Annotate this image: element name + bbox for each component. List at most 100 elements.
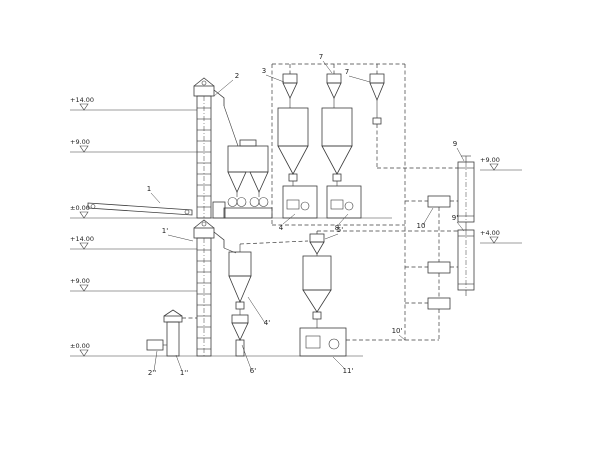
callout-duct: 10' bbox=[392, 327, 403, 335]
callout-leaders-part bbox=[322, 60, 333, 74]
hopper-inlet bbox=[239, 139, 257, 147]
bin-shell bbox=[302, 255, 332, 291]
bin-shell bbox=[321, 107, 353, 147]
elevation-label: +9.00 bbox=[70, 138, 90, 146]
cyclone-group-a bbox=[277, 73, 318, 219]
small-elevator-leg bbox=[166, 321, 180, 357]
conveyor-head-pulley bbox=[184, 209, 190, 215]
callout-leaders-part bbox=[153, 350, 158, 372]
grinding-roll bbox=[249, 197, 260, 207]
benchmark-icon bbox=[79, 284, 89, 292]
cyclone-cone bbox=[228, 275, 252, 304]
machine-housing bbox=[282, 185, 318, 219]
small-cyclone-cone bbox=[309, 241, 325, 255]
discharge-spout bbox=[213, 89, 225, 106]
callout-cyclone-lower: 4' bbox=[264, 319, 270, 327]
filter-cylinder-upper bbox=[457, 155, 475, 230]
bucket-elevator-upper bbox=[193, 77, 239, 219]
cyclone-body bbox=[282, 73, 298, 84]
bin-cone bbox=[277, 145, 309, 175]
cyclone-chain-lower-part bbox=[239, 240, 309, 245]
callout-packer: 11' bbox=[343, 367, 354, 375]
elevation-label: +14.00 bbox=[70, 235, 94, 243]
inclined-conveyor-part bbox=[87, 202, 193, 216]
small-elevator-unit bbox=[146, 309, 197, 357]
elevation-label: +14.00 bbox=[70, 96, 94, 104]
elevator-head-roof bbox=[193, 77, 215, 87]
bin-and-packer-part bbox=[328, 338, 340, 350]
benchmark-icon bbox=[489, 236, 499, 244]
cyclone-chain-lower bbox=[228, 240, 309, 357]
grinding-roll bbox=[258, 197, 269, 207]
callout-mill-right: 8 bbox=[335, 224, 339, 232]
callout-leaders bbox=[150, 60, 465, 372]
hopper-cone-left bbox=[227, 171, 247, 193]
callout-filter-upper: 9 bbox=[453, 140, 457, 148]
surge-hopper-roller-mill bbox=[223, 139, 273, 219]
packer-housing bbox=[299, 327, 347, 357]
cyclone-cone bbox=[282, 82, 298, 99]
callout-leaders-part bbox=[338, 213, 349, 225]
bin-cone bbox=[321, 145, 353, 175]
elevation-label: +9.00 bbox=[70, 277, 90, 285]
bin-cone bbox=[302, 289, 332, 313]
callout-cyclone-a: 3 bbox=[262, 67, 266, 75]
bucket-elevator-lower bbox=[193, 219, 237, 357]
cyclone-body bbox=[326, 73, 342, 84]
callout-leaders-part bbox=[213, 79, 234, 97]
rotary-airlock bbox=[332, 173, 342, 182]
elevator-head-roof bbox=[193, 219, 215, 229]
small-elevator-roof bbox=[163, 309, 183, 317]
callout-leaders-part bbox=[167, 234, 194, 242]
bin-and-packer bbox=[299, 230, 458, 357]
cyclone-group-b-part bbox=[344, 201, 354, 211]
small-cyclone-cone bbox=[231, 322, 249, 341]
callout-leaders-part bbox=[324, 233, 339, 240]
callout-cyclone-b: 7 bbox=[319, 53, 323, 61]
benchmark-icon bbox=[79, 103, 89, 111]
rotary-airlock bbox=[288, 173, 298, 182]
elevator-head bbox=[193, 227, 215, 239]
stand bbox=[235, 339, 245, 357]
cyclone-group-c bbox=[369, 73, 458, 169]
mill-base bbox=[223, 207, 273, 219]
conveyor-tail-pulley bbox=[90, 204, 96, 209]
callout-conveyor: 1 bbox=[147, 185, 151, 193]
cyclone-group-b-part bbox=[330, 199, 344, 210]
callout-leaders-part bbox=[175, 354, 183, 372]
grinding-roll bbox=[227, 197, 238, 207]
fan-box bbox=[427, 261, 451, 274]
callout-leaders-part bbox=[150, 192, 161, 204]
benchmark-icon bbox=[79, 242, 89, 250]
elevation-datums-left: +14.00 +9.00 ±0.00 +14.00 +9.00 ±0.00 bbox=[70, 96, 392, 357]
benchmark-icon bbox=[79, 211, 89, 219]
feeder-box bbox=[146, 339, 164, 351]
cyclone-cone bbox=[369, 82, 385, 102]
grinding-roll bbox=[236, 197, 247, 207]
elevation-datums-right: +9.00 +4.00 bbox=[480, 156, 522, 244]
callout-small-cyclone: 6' bbox=[250, 367, 256, 375]
callout-cyclone-c: 7 bbox=[345, 68, 349, 76]
filter-cylinder-lower bbox=[457, 229, 475, 296]
cyclone-body bbox=[228, 251, 252, 277]
benchmark-icon bbox=[489, 163, 499, 171]
small-cyclone-body bbox=[231, 314, 249, 324]
hopper-cone-right bbox=[249, 171, 269, 193]
callout-leaders-part bbox=[247, 296, 266, 324]
elevation-label: ±0.00 bbox=[70, 204, 90, 212]
bin-shell bbox=[277, 107, 309, 147]
callout-filter-lower: 9' bbox=[452, 214, 458, 222]
bin-and-packer-part bbox=[305, 335, 321, 349]
cyclone-group-a-part bbox=[300, 201, 310, 211]
elevation-label: ±0.00 bbox=[70, 342, 90, 350]
callout-elevator-upper: 2 bbox=[235, 72, 239, 80]
callout-elevator-lower: 1' bbox=[162, 227, 168, 235]
callout-leaders-part bbox=[282, 213, 296, 225]
elevator-head bbox=[193, 85, 215, 97]
small-cyclone-body bbox=[309, 233, 325, 243]
elevation-label: +4.00 bbox=[480, 229, 500, 237]
callout-fan: 10 bbox=[417, 222, 426, 230]
benchmark-icon bbox=[79, 349, 89, 357]
